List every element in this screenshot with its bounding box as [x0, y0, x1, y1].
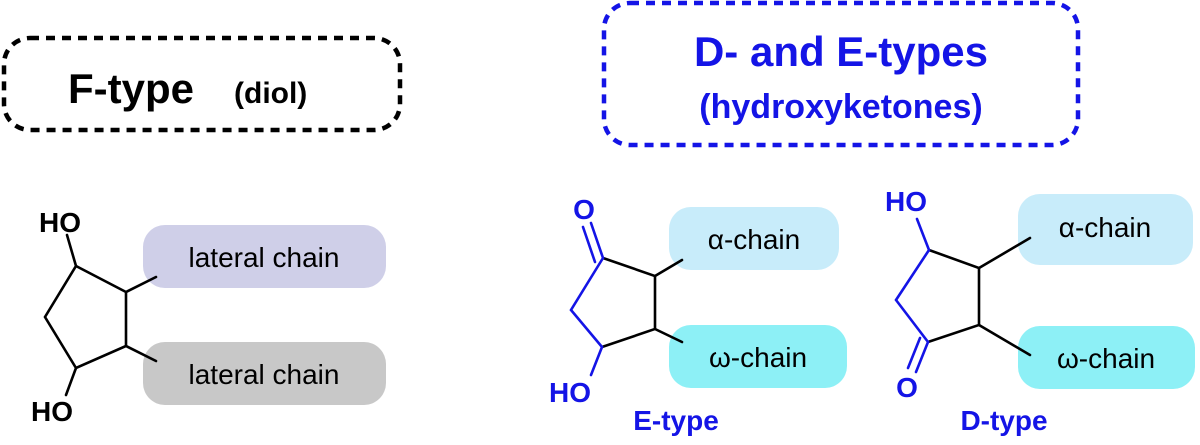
e-type-alpha-bond [653, 258, 684, 278]
d-type-alpha-chain-label: α-chain [1059, 212, 1151, 243]
e-type-alpha-chain-box [669, 207, 839, 270]
f-type-upper-chain-label: lateral chain [189, 242, 340, 273]
d-type-ring-blue [894, 248, 931, 344]
e-type-alpha-chain-label: α-chain [708, 224, 800, 255]
f-type-ring [43, 264, 128, 370]
e-type-hydroxyl-bond [589, 345, 604, 377]
d-type-omega-chain-label: ω-chain [1057, 343, 1155, 374]
d-type-ring-black [926, 248, 981, 344]
d-type-hydroxyl: HO [885, 186, 927, 217]
de-types-header-box [601, 0, 1081, 148]
e-type-omega-chain-label: ω-chain [709, 342, 807, 373]
de-types-title: D- and E-types [694, 28, 988, 75]
f-type-upper-chain-box [143, 225, 386, 288]
f-type-subtitle: (diol) [234, 77, 307, 110]
e-type-ketone-bond-2 [581, 225, 597, 264]
f-type-lower-chain-bond [124, 344, 158, 363]
e-type-ketone-bond-1 [589, 221, 605, 260]
e-type-omega-bond [653, 327, 684, 344]
d-type-omega-chain-box [1018, 326, 1195, 389]
d-type-alpha-chain-box [1018, 194, 1193, 265]
d-type-hydroxyl-bond [915, 217, 931, 252]
d-type-omega-bond [977, 323, 1032, 357]
d-type-alpha-bond [977, 236, 1032, 270]
d-type-structure: α-chain ω-chain HO O D-type [885, 186, 1195, 436]
e-type-hydroxyl: HO [549, 377, 591, 408]
d-type-label: D-type [960, 405, 1047, 436]
e-type-label: E-type [633, 405, 719, 436]
f-type-top-oh-bond [65, 233, 78, 268]
f-type-top-hydroxyl: HO [39, 207, 81, 238]
e-type-ring-black [600, 256, 657, 349]
f-type-title: F-type [68, 65, 194, 112]
f-type-bottom-hydroxyl: HO [31, 396, 73, 427]
de-types-subtitle: (hydroxyketones) [699, 88, 982, 126]
f-type-header-box [1, 35, 403, 133]
d-type-ketone-bond-2 [906, 336, 922, 370]
f-type-upper-chain-bond [124, 275, 158, 294]
f-type-bottom-oh-bond [64, 366, 78, 397]
f-type-structure: lateral chain lateral chain HO HO [31, 207, 386, 427]
f-type-lower-chain-box [143, 342, 386, 405]
e-type-omega-chain-box [669, 325, 847, 388]
e-type-ketone-oxygen: O [573, 194, 595, 225]
f-type-lower-chain-label: lateral chain [189, 359, 340, 390]
d-type-ketone-bond-1 [914, 340, 930, 374]
e-type-structure: α-chain ω-chain O HO E-type [549, 194, 847, 436]
d-type-ketone-oxygen: O [896, 372, 918, 403]
e-type-ring-blue [569, 256, 605, 349]
